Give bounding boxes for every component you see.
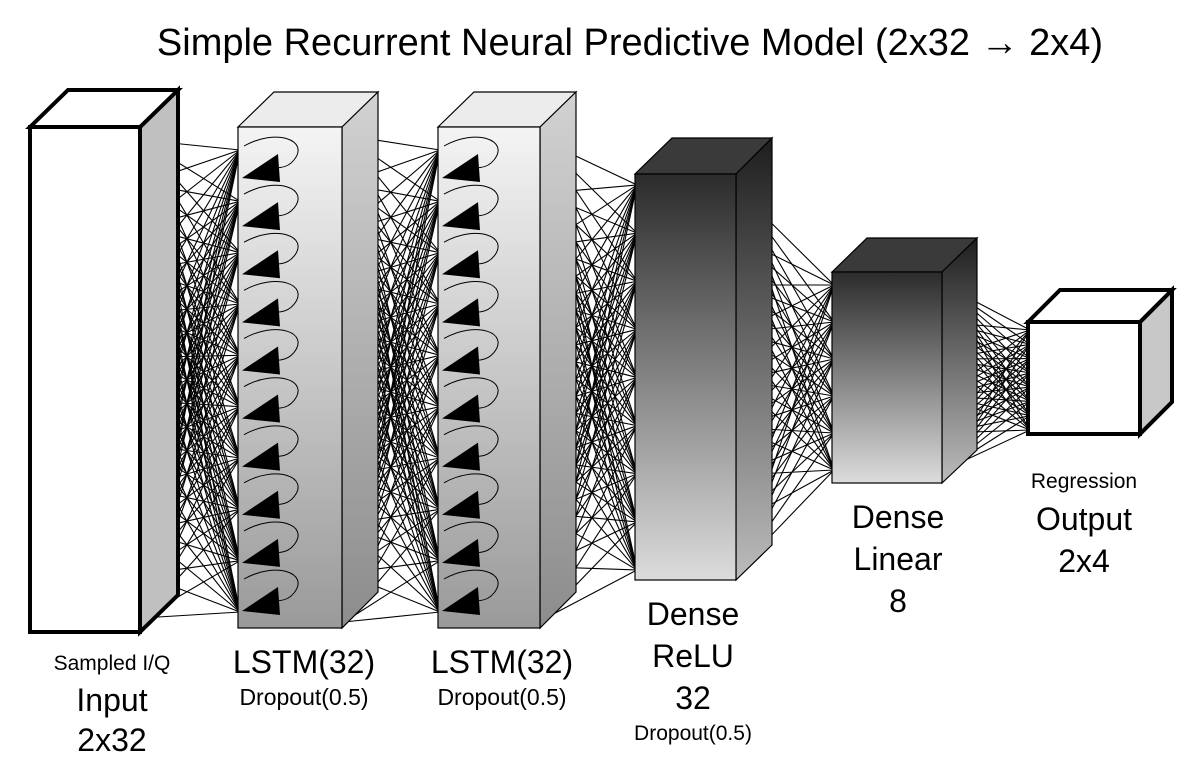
- triangle-with-loop-icon: [442, 250, 480, 279]
- dense-relu-layer-block: [633, 136, 774, 582]
- dense-relu-label-line3: 32: [675, 680, 711, 716]
- connection-line: [141, 611, 241, 619]
- input-layer-block: [25, 85, 183, 637]
- triangle-with-loop-icon: [442, 442, 480, 471]
- dense-linear-label-line1: Dense: [852, 499, 945, 535]
- diagram-title: Simple Recurrent Neural Predictive Model…: [157, 22, 1103, 64]
- output-label-line2: 2x4: [1058, 543, 1110, 579]
- triangle-with-loop-icon: [442, 202, 480, 231]
- lstm2-dropout: Dropout(0.5): [437, 684, 566, 710]
- dense-linear-layer-block: [830, 236, 979, 485]
- triangle-with-loop-icon: [442, 394, 480, 423]
- dense-relu-label-line2: ReLU: [652, 638, 734, 674]
- triangle-with-loop-icon: [242, 154, 280, 182]
- input-block-front: [28, 125, 142, 634]
- lstm2-block-side: [539, 90, 577, 630]
- dense-linear-block-front: [831, 271, 943, 484]
- triangle-with-loop-icon: [442, 154, 480, 182]
- triangle-with-loop-icon: [242, 490, 280, 519]
- input-block-side: [138, 85, 180, 637]
- triangle-with-loop-icon: [242, 250, 280, 279]
- connection-line: [343, 611, 441, 623]
- output-caption: Regression: [1031, 470, 1137, 493]
- lstm1-block-side: [341, 90, 379, 630]
- triangle-with-loop-icon: [242, 394, 280, 423]
- lstm2-recurrent-cells: [442, 136, 499, 615]
- triangle-with-loop-icon: [242, 442, 280, 471]
- connection-line: [541, 569, 638, 621]
- triangle-with-loop-icon: [442, 346, 480, 375]
- lstm1-block-front: [237, 126, 343, 629]
- dense-relu-label-line1: Dense: [647, 596, 740, 632]
- connection-line: [343, 560, 441, 623]
- triangle-with-loop-icon: [442, 298, 480, 327]
- lstm2-layer-block: [436, 90, 578, 630]
- lstm2-label: LSTM(32): [431, 644, 573, 680]
- dense-relu-dropout: Dropout(0.5): [634, 722, 752, 745]
- lstm1-dropout: Dropout(0.5): [239, 684, 368, 710]
- triangle-with-loop-icon: [442, 538, 480, 567]
- triangle-with-loop-icon: [242, 346, 280, 375]
- triangle-with-loop-icon: [242, 538, 280, 567]
- lstm1-layer-block: [236, 90, 380, 630]
- dense-relu-block-front: [634, 173, 737, 581]
- triangle-with-loop-icon: [442, 587, 480, 615]
- lstm1-recurrent-cells: [242, 136, 299, 615]
- lstm1-label: LSTM(32): [233, 644, 375, 680]
- lstm2-block-front: [437, 126, 541, 629]
- triangle-with-loop-icon: [442, 490, 480, 519]
- output-label-line1: Output: [1036, 501, 1132, 537]
- triangle-with-loop-icon: [242, 202, 280, 231]
- input-caption: Sampled I/Q: [54, 652, 171, 675]
- layer-labels: Sampled I/Q Input 2x32 LSTM(32) Dropout(…: [54, 470, 1137, 758]
- input-label-line1: Input: [76, 682, 147, 718]
- dense-linear-label-line3: 8: [889, 583, 907, 619]
- output-block-front: [1026, 320, 1142, 436]
- output-layer-block: [1023, 285, 1177, 439]
- input-label-line2: 2x32: [77, 722, 146, 758]
- dense-relu-block-side: [735, 136, 773, 582]
- triangle-with-loop-icon: [242, 587, 280, 615]
- dense-linear-label-line2: Linear: [854, 541, 943, 577]
- triangle-with-loop-icon: [242, 298, 280, 327]
- dense-linear-block-side: [941, 236, 978, 485]
